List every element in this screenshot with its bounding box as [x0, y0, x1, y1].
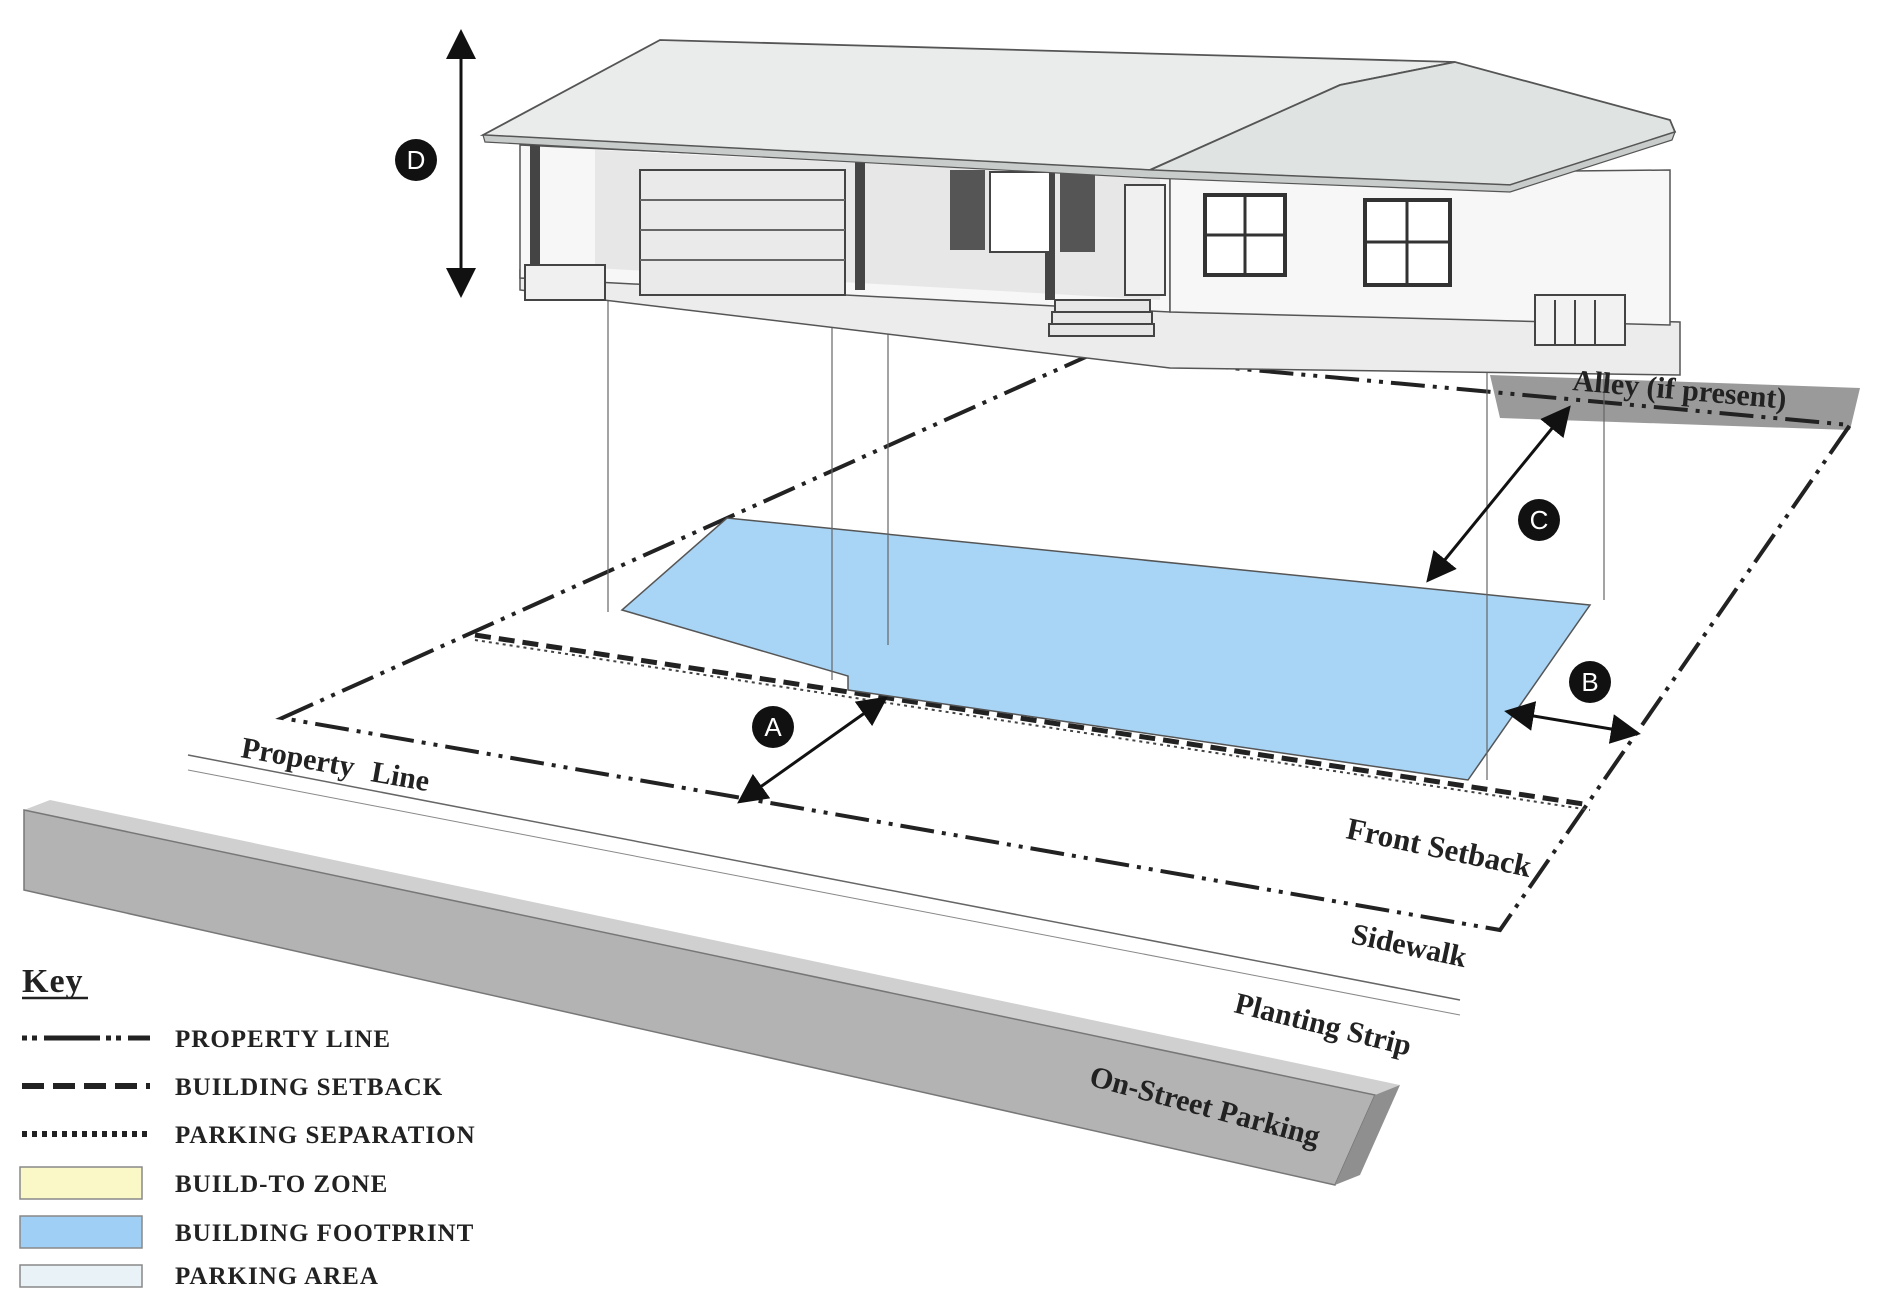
- alley-strip: [1490, 375, 1860, 430]
- sidewalk-edge: [187, 754, 1461, 1001]
- planting-strip-label: Planting Strip: [1231, 987, 1414, 1063]
- legend-swatch-building-footprint: [19, 1215, 143, 1249]
- svg-text:A: A: [764, 712, 782, 742]
- on-street-parking-slab: [23, 800, 1400, 1186]
- marker-d: D: [395, 139, 437, 181]
- svg-text:B: B: [1581, 667, 1598, 697]
- legend-label-build-to-zone: BUILD-TO ZONE: [175, 1171, 388, 1198]
- marker-b: B: [1569, 661, 1611, 703]
- svg-text:C: C: [1530, 505, 1549, 535]
- legend-label-parking-area: PARKING AREA: [175, 1263, 379, 1290]
- legend: Key PROPERTY LINE BUILDING SETBACK PARKI…: [19, 963, 476, 1290]
- legend-title: Key: [22, 963, 84, 1000]
- legend-label-parking-separation: PARKING SEPARATION: [175, 1122, 476, 1149]
- parking-separation-line: [474, 639, 1591, 811]
- front-setback-label: Front Setback: [1344, 811, 1536, 884]
- legend-label-building-footprint: BUILDING FOOTPRINT: [175, 1220, 474, 1247]
- legend-swatch-parking-area: [19, 1264, 143, 1288]
- marker-a: A: [752, 706, 794, 748]
- sidewalk-label: Sidewalk: [1349, 918, 1470, 975]
- planting-strip-edge: [187, 769, 1461, 1016]
- svg-text:D: D: [407, 145, 426, 175]
- marker-c: C: [1518, 499, 1560, 541]
- legend-label-building-setback: BUILDING SETBACK: [175, 1074, 443, 1101]
- projection-lines: [607, 280, 1605, 780]
- building-setback-line: [474, 632, 1591, 808]
- legend-label-property-line: PROPERTY LINE: [175, 1026, 391, 1053]
- house: [479, 39, 1681, 376]
- legend-swatch-build-to-zone: [19, 1166, 143, 1200]
- building-footprint: [620, 517, 1592, 781]
- dimension-arrows: [446, 29, 1641, 804]
